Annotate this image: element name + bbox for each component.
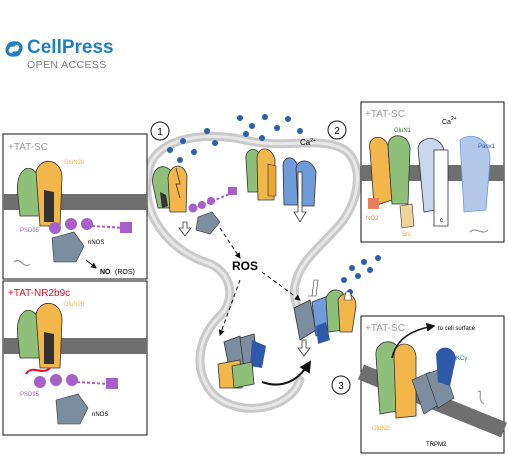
svg-text:Src: Src [402, 232, 411, 238]
svg-text:Panx1: Panx1 [478, 144, 496, 150]
panel-tat-sc-bottom: +TAT-SC GluN2 PKCγ TRPM2 to cell surface [357, 315, 508, 454]
calcium-ions [167, 114, 381, 295]
svg-text:nNOS: nNOS [88, 240, 104, 246]
cellpress-logo: CellPress OPEN ACCESS [2, 34, 152, 74]
ros-arrow-to-internalized [218, 279, 241, 336]
svg-text:nNOS: nNOS [92, 412, 108, 418]
svg-text:(ROS): (ROS) [115, 269, 135, 276]
svg-text:1: 1 [157, 127, 163, 138]
step-marker-2: 2 [327, 120, 347, 140]
svg-text:GluN2b: GluN2b [64, 302, 85, 308]
calcium-label: Ca2+ [300, 138, 316, 147]
panel-tat-nr2b9c: +TAT-NR2b9c GluN2b PSD95 nNOS [2, 280, 148, 436]
ros-arrow-to-3 [261, 271, 301, 301]
cell-membrane-inner [145, 134, 359, 410]
svg-text:GluN1: GluN1 [394, 128, 412, 134]
internalized-receptor-complex [217, 333, 266, 389]
svg-text:NO2: NO2 [366, 216, 379, 222]
cellpress-link-icon [5, 41, 23, 57]
nmda-receptor-complex-1 [152, 165, 237, 237]
panel-tat-sc-right: +TAT-SC GluN1 NO2 Src Ca 2+ Panx1 c [360, 101, 505, 243]
svg-text:PKCγ: PKCγ [452, 356, 467, 362]
panel-title: +TAT-NR2b9c [8, 288, 70, 299]
ros-arrow-from-1 [219, 227, 241, 259]
panel-title: +TAT-SC [365, 109, 405, 120]
svg-text:2+: 2+ [451, 116, 457, 122]
nmda-receptor-complex-3 [293, 279, 357, 357]
step-marker-3: 3 [331, 375, 351, 395]
nmda-receptor-complex-2: Ca2+ [245, 138, 317, 223]
svg-text:c: c [440, 218, 443, 224]
panel-tat-sc-left: +TAT-SC GluN2b PSD95 nNOS NO (ROS) [2, 133, 148, 280]
ros-label: ROS [232, 259, 258, 273]
svg-text:Ca: Ca [442, 119, 451, 126]
step-marker-1: 1 [150, 121, 170, 141]
svg-text:GluN2b: GluN2b [64, 160, 85, 166]
svg-text:GluN2: GluN2 [372, 426, 390, 432]
panel-title: +TAT-SC [8, 142, 48, 153]
svg-text:PSD95: PSD95 [20, 392, 40, 398]
panel-title: +TAT-SC [365, 323, 405, 334]
svg-text:NO: NO [100, 269, 111, 276]
recycling-arrow [261, 360, 312, 386]
open-access-label: OPEN ACCESS [27, 59, 107, 71]
svg-text:PSD95: PSD95 [20, 228, 40, 234]
brand-name: CellPress [27, 37, 114, 58]
svg-text:2: 2 [334, 126, 340, 137]
svg-text:to cell surface: to cell surface [438, 326, 476, 332]
svg-text:TRPM2: TRPM2 [426, 442, 447, 448]
svg-text:3: 3 [338, 381, 344, 392]
